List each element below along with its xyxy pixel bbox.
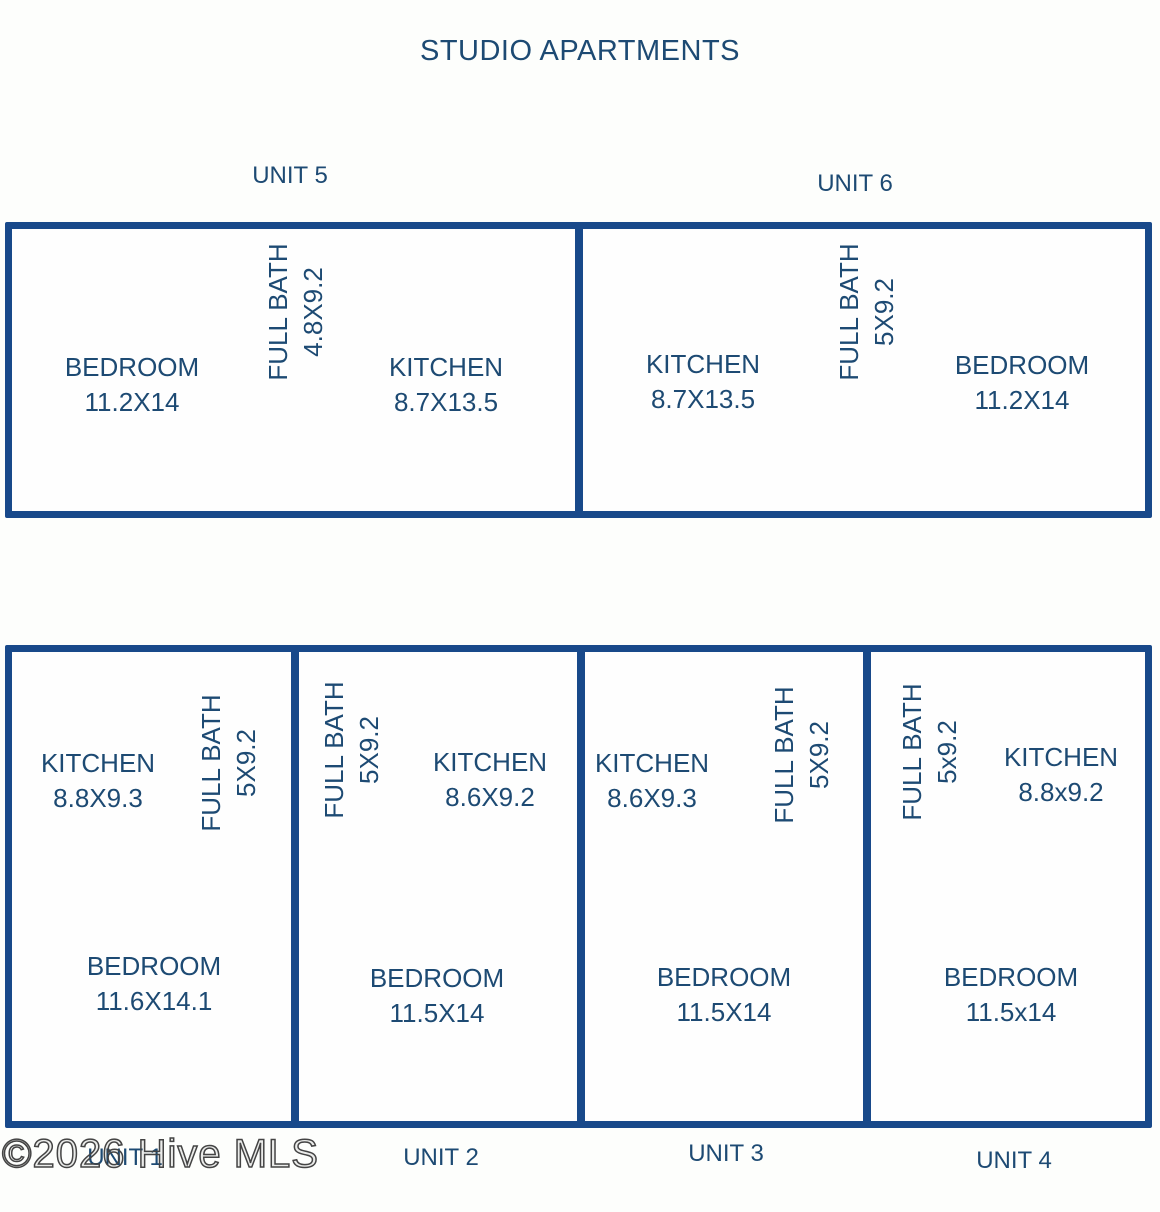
unit3-kitchen: KITCHEN 8.6X9.3 [595, 746, 709, 816]
mls-watermark: ©2026 Hive MLS [1, 1131, 319, 1177]
page-title: STUDIO APARTMENTS [419, 35, 741, 67]
unit4-full-bath: FULL BATH 5x9.2 [895, 683, 965, 820]
room-name: FULL BATH [319, 681, 349, 819]
room-name: KITCHEN [432, 747, 548, 777]
unit1-full-bath: FULL BATH 5X9.2 [194, 694, 264, 831]
room-name: FULL BATH [263, 243, 293, 381]
room-name: FULL BATH [769, 686, 799, 824]
room-dims: 4.8X9.2 [298, 267, 328, 357]
unit2-unit3-divider-wall [577, 650, 585, 1123]
room-dims: 11.2X14 [84, 387, 180, 417]
unit5-full-bath: FULL BATH 4.8X9.2 [261, 243, 331, 380]
unit-1-label: UNIT 1 [87, 1144, 163, 1171]
unit4-bedroom: BEDROOM 11.5x14 [944, 960, 1078, 1030]
room-name: KITCHEN [40, 748, 156, 778]
room-dims: 8.6X9.3 [607, 783, 697, 813]
unit6-kitchen: KITCHEN 8.7X13.5 [646, 347, 760, 417]
unit-4-label: UNIT 4 [976, 1147, 1052, 1174]
room-name: KITCHEN [594, 748, 710, 778]
room-name: FULL BATH [196, 694, 226, 832]
room-dims: 8.8X9.3 [53, 783, 143, 813]
room-name: BEDROOM [656, 962, 792, 992]
room-dims: 11.5X14 [389, 998, 485, 1028]
room-name: KITCHEN [388, 352, 504, 382]
room-dims: 5X9.2 [869, 278, 899, 346]
unit3-unit4-divider-wall [863, 650, 871, 1123]
room-dims: 5x9.2 [932, 720, 962, 784]
unit2-kitchen: KITCHEN 8.6X9.2 [433, 745, 547, 815]
unit6-bedroom: BEDROOM 11.2X14 [955, 348, 1089, 418]
unit3-full-bath: FULL BATH 5X9.2 [767, 686, 837, 823]
unit1-bedroom: BEDROOM 11.6X14.1 [87, 949, 221, 1019]
unit6-full-bath: FULL BATH 5X9.2 [832, 243, 902, 380]
unit2-bedroom: BEDROOM 11.5X14 [370, 961, 504, 1031]
unit5-unit6-divider-wall [575, 227, 583, 513]
room-dims: 11.5X14 [676, 997, 772, 1027]
unit5-kitchen: KITCHEN 8.7X13.5 [389, 350, 503, 420]
unit5-bedroom: BEDROOM 11.2X14 [65, 350, 199, 420]
room-dims: 5X9.2 [231, 729, 261, 797]
room-name: BEDROOM [943, 962, 1079, 992]
room-dims: 8.6X9.2 [445, 782, 535, 812]
room-dims: 8.7X13.5 [650, 384, 756, 414]
room-dims: 8.8x9.2 [1018, 777, 1104, 807]
unit-5-label: UNIT 5 [252, 162, 328, 189]
room-dims: 8.7X13.5 [393, 387, 499, 417]
unit-6-label: UNIT 6 [817, 170, 893, 197]
unit1-unit2-divider-wall [291, 650, 299, 1123]
room-name: FULL BATH [897, 683, 927, 821]
room-dims: 5X9.2 [804, 721, 834, 789]
unit4-kitchen: KITCHEN 8.8x9.2 [1004, 740, 1118, 810]
room-name: BEDROOM [86, 951, 222, 981]
room-name: FULL BATH [834, 243, 864, 381]
unit1-kitchen: KITCHEN 8.8X9.3 [41, 746, 155, 816]
room-name: BEDROOM [369, 963, 505, 993]
unit2-full-bath: FULL BATH 5X9.2 [317, 681, 387, 818]
room-name: KITCHEN [645, 349, 761, 379]
unit-3-label: UNIT 3 [688, 1140, 764, 1167]
unit-2-label: UNIT 2 [403, 1144, 479, 1171]
room-name: KITCHEN [1003, 742, 1119, 772]
room-name: BEDROOM [64, 352, 200, 382]
room-name: BEDROOM [954, 350, 1090, 380]
room-dims: 5X9.2 [354, 716, 384, 784]
room-dims: 11.2X14 [974, 385, 1070, 415]
room-dims: 11.5x14 [965, 997, 1057, 1027]
room-dims: 11.6X14.1 [95, 986, 213, 1016]
unit3-bedroom: BEDROOM 11.5X14 [657, 960, 791, 1030]
